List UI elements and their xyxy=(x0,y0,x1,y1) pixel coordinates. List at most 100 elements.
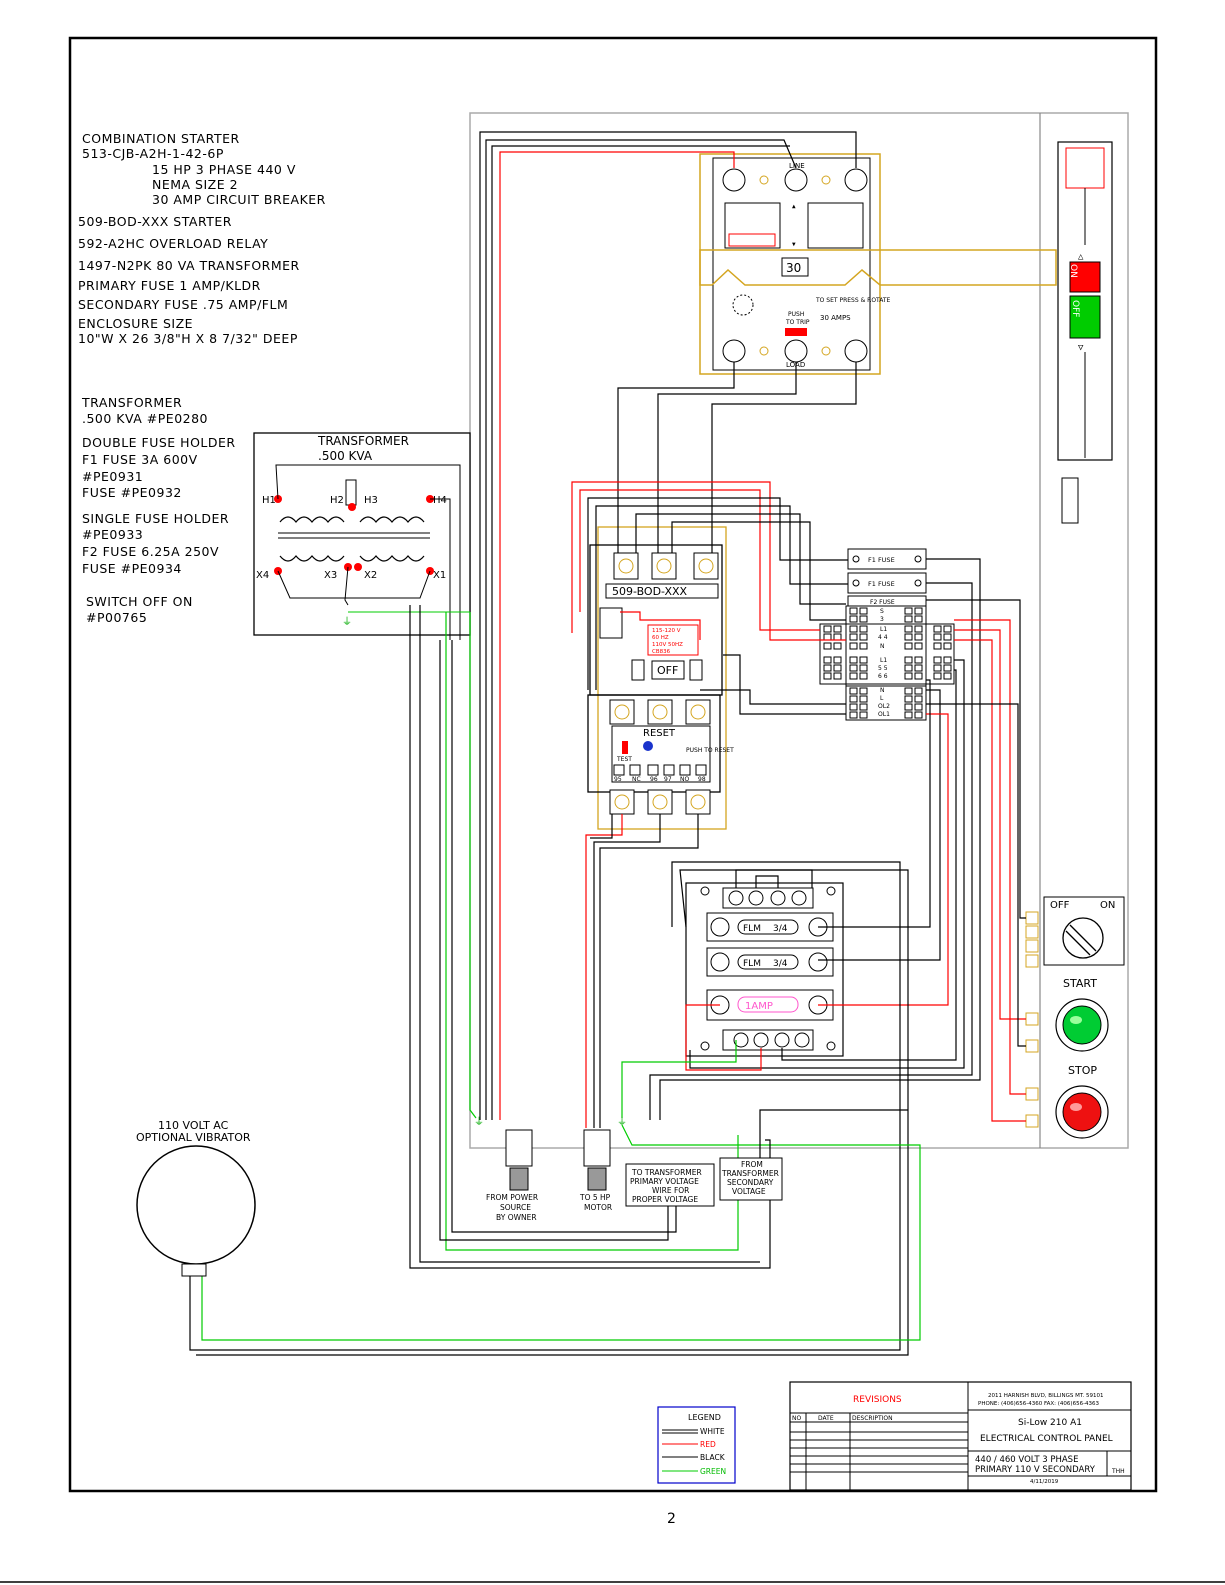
ts-label-12: OL1 xyxy=(878,711,890,718)
wire-fuse2 xyxy=(818,689,941,961)
legend-label-green: GREEN xyxy=(700,1467,726,1476)
wire-motor-3 xyxy=(599,814,699,1128)
wire-f1-out-2 xyxy=(649,582,973,1120)
start-label: START xyxy=(1063,977,1097,990)
fuse-2-rating: 3/4 xyxy=(773,959,788,969)
note-fuse-pe0934: FUSE #PE0934 xyxy=(82,561,182,576)
start-button-highlight xyxy=(1070,1016,1082,1024)
label-h3: H3 xyxy=(364,495,378,506)
ts-screw xyxy=(933,633,942,641)
coil-line-3: 110V 50HZ xyxy=(652,642,683,648)
ts-screw xyxy=(904,664,913,672)
note-enclosure-size: 10"W X 26 3/8"H X 8 7/32" DEEP xyxy=(78,331,298,346)
transformer-box: TRANSFORMER .500 KVA H1 H2 H3 H4 X4 X3 X… xyxy=(253,432,471,640)
ct-primary-t4 xyxy=(791,890,807,906)
ts-screw xyxy=(823,656,832,664)
ts-screw xyxy=(823,625,832,633)
fuse-1-rating: 3/4 xyxy=(773,924,788,934)
wire-f1-out-1 xyxy=(659,558,981,1120)
disconnect-on-label: ON xyxy=(1068,264,1078,278)
pri-wire-b xyxy=(430,498,451,640)
wire-motor-1 xyxy=(590,814,613,839)
disconnect-off-window xyxy=(1069,295,1101,339)
door-terminal xyxy=(1025,939,1039,953)
ct-secondary-t4 xyxy=(794,1032,810,1048)
coil-line-2: 60 HZ xyxy=(652,635,669,641)
note-secondary-fuse: SECONDARY FUSE .75 AMP/FLM xyxy=(78,297,288,312)
label-x4: X4 xyxy=(256,570,269,581)
f1a-terminal-left xyxy=(852,555,860,563)
aux-contact-right xyxy=(689,659,703,681)
wire-sec-2 xyxy=(781,669,957,1061)
drafter-initials: THH xyxy=(1111,1468,1125,1475)
stop-button[interactable] xyxy=(1062,1092,1102,1132)
ct-secondary-t2 xyxy=(753,1032,769,1048)
label-x1: X1 xyxy=(433,570,446,581)
ground-symbol-transformer: ⏚ xyxy=(342,616,352,628)
wire-xfmr-pri-2 xyxy=(451,640,677,1233)
wire-l1-red xyxy=(499,151,735,1120)
component-notes: COMBINATION STARTER 513-CJB-A2H-1-42-6P … xyxy=(78,131,325,625)
vibrator-label-1: 110 VOLT AC xyxy=(158,1119,229,1132)
overload-terminal-in-2 xyxy=(647,699,673,725)
overload-screw-1 xyxy=(614,704,630,720)
ts-screw xyxy=(849,625,858,633)
wiring xyxy=(189,131,1026,1356)
to-transformer-label-box xyxy=(625,1163,715,1207)
door-control-terminals xyxy=(1025,911,1039,1128)
note-f1-fuse: F1 FUSE 3A 600V xyxy=(82,452,198,467)
motor-connector xyxy=(583,1129,611,1167)
breaker-adjust-dial xyxy=(732,294,754,316)
ts-screw xyxy=(943,672,952,680)
overload-terminal-out-3 xyxy=(685,789,711,815)
fuse-2-clip-right xyxy=(808,952,828,972)
ts-screw xyxy=(849,711,858,719)
overload-control-panel xyxy=(611,725,711,783)
disconnect-housing xyxy=(1057,141,1113,461)
wire-xfmr-pri-1 xyxy=(439,640,669,1241)
f1-fuse-label-a: F1 FUSE xyxy=(868,556,895,564)
from-power-line-3: BY OWNER xyxy=(496,1213,537,1222)
ts-screw xyxy=(859,633,868,641)
ct-secondary-terminals xyxy=(722,1029,814,1051)
door-terminal xyxy=(1025,1039,1039,1053)
from-power-line-2: SOURCE xyxy=(500,1203,531,1212)
wire-ct-jumper-2 xyxy=(755,875,779,888)
legend-title: LEGEND xyxy=(688,1413,721,1422)
f1a-terminal-right xyxy=(914,555,922,563)
start-button[interactable] xyxy=(1062,1005,1102,1045)
starter-label: 509-BOD-XXX xyxy=(612,585,688,598)
note-pe0933: #PE0933 xyxy=(82,527,143,542)
ts-screw xyxy=(904,656,913,664)
ts-screw xyxy=(914,656,923,664)
sec-wire-b xyxy=(344,566,349,606)
ts-screw xyxy=(933,642,942,650)
aux-label-97: 97 xyxy=(664,776,672,783)
breaker-line-terminal-1 xyxy=(722,168,746,192)
selector-off-label: OFF xyxy=(1050,900,1070,911)
ts-screw xyxy=(943,633,952,641)
ts-screw xyxy=(833,642,842,650)
note-primary-fuse: PRIMARY FUSE 1 AMP/KLDR xyxy=(78,278,261,293)
from-xfmr-line-1: FROM xyxy=(741,1160,763,1169)
conduit-connectors: ⏚ ⏚ FROM POWER SOURCE BY OWNER TO 5 HP M… xyxy=(474,1116,783,1222)
selector-knob-bar-1 xyxy=(1069,924,1097,952)
wire-ol-black-2 xyxy=(700,689,846,705)
legend-label-red: RED xyxy=(700,1440,716,1449)
wire-load-3 xyxy=(711,362,857,553)
wire-ground-ct xyxy=(621,1040,737,1118)
label-h2: H2 xyxy=(330,495,344,506)
wire-ground-vibrator xyxy=(201,1124,921,1341)
contactor-terminal-l2 xyxy=(651,552,677,580)
ts-screw xyxy=(859,703,868,711)
ts-screw xyxy=(943,642,952,650)
label-x2: X2 xyxy=(364,570,377,581)
ts-screw xyxy=(823,633,832,641)
wire-f1-black-1 xyxy=(587,497,848,690)
wire-l2-black xyxy=(485,139,797,1120)
aux-terminal-98 xyxy=(695,764,707,776)
wire-control-red-2 xyxy=(579,489,820,631)
note-fuse-pe0932: FUSE #PE0932 xyxy=(82,485,182,500)
ts-screw xyxy=(914,664,923,672)
